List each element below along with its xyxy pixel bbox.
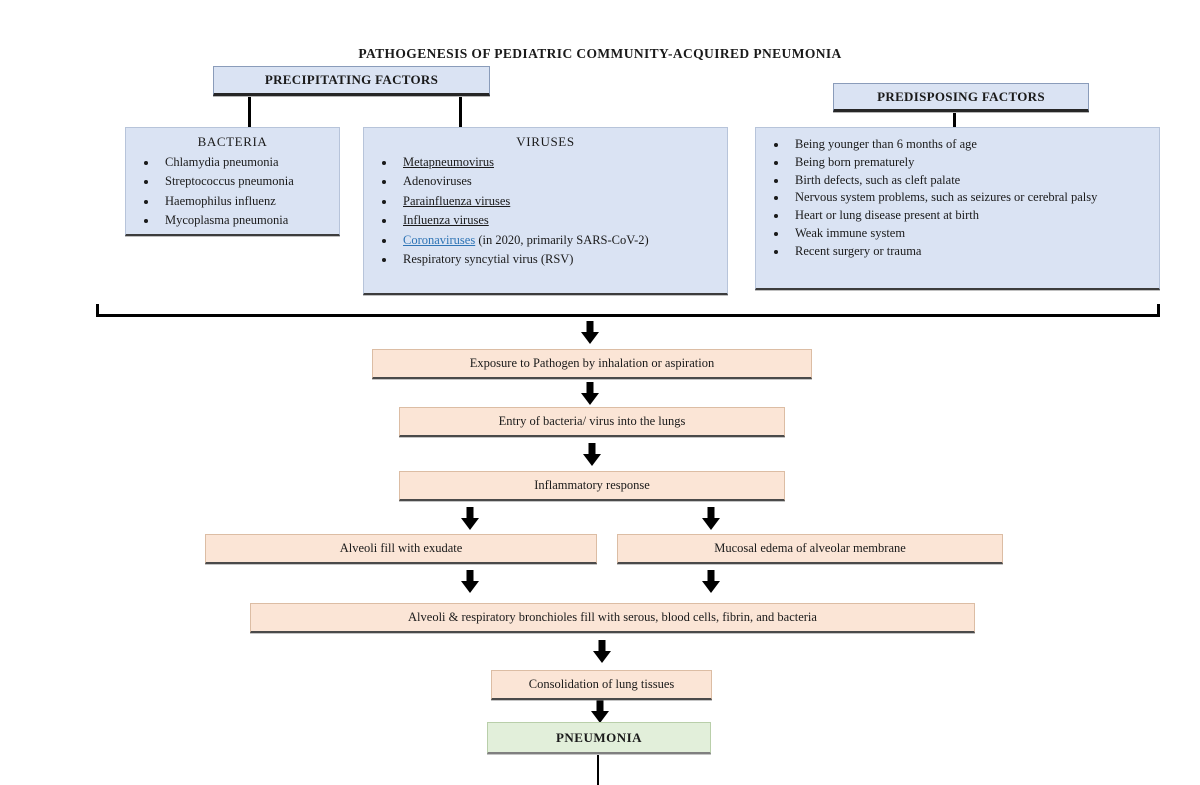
down-arrow: [591, 700, 609, 723]
coronaviruses-link[interactable]: Coronaviruses: [403, 232, 476, 247]
flow-step-entry-label: Entry of bacteria/ virus into the lungs: [498, 414, 686, 428]
down-arrow: [581, 321, 599, 344]
flow-step-entry: Entry of bacteria/ virus into the lungs: [399, 407, 785, 437]
diagram-title: PATHOGENESIS OF PEDIATRIC COMMUNITY-ACQU…: [358, 46, 842, 61]
down-arrow: [702, 507, 720, 530]
list-item: Mycoplasma pneumonia: [158, 211, 339, 230]
list-item: Metapneumovirus: [396, 153, 727, 172]
down-arrow: [593, 640, 611, 663]
flow-step-inflammatory: Inflammatory response: [399, 471, 785, 501]
connector-line: [459, 97, 462, 127]
list-item: Parainfluenza viruses: [396, 192, 727, 211]
list-item: Adenoviruses: [396, 172, 727, 191]
list-item: Recent surgery or trauma: [788, 243, 1159, 261]
list-item: Influenza viruses: [396, 211, 727, 230]
down-arrow: [583, 443, 601, 466]
down-arrow: [581, 382, 599, 405]
flow-step-bronchioles-label: Alveoli & respiratory bronchioles fill w…: [408, 610, 817, 624]
flow-step-consolidation-label: Consolidation of lung tissues: [528, 677, 675, 691]
virus-name: Influenza viruses: [403, 213, 489, 228]
flow-step-mucosal-edema: Mucosal edema of alveolar membrane: [617, 534, 1003, 564]
flow-step-pneumonia-label: PNEUMONIA: [555, 729, 643, 745]
virus-name: Parainfluenza viruses: [403, 193, 511, 208]
flow-step-exposure: Exposure to Pathogen by inhalation or as…: [372, 349, 812, 379]
flow-step-inflammatory-label: Inflammatory response: [534, 478, 650, 492]
viruses-list: MetapneumovirusAdenovirusesParainfluenza…: [364, 153, 727, 269]
merge-bracket-left-tick: [96, 304, 99, 316]
bacteria-panel: BACTERIA Chlamydia pneumoniaStreptococcu…: [125, 127, 340, 236]
viruses-panel: VIRUSES MetapneumovirusAdenovirusesParai…: [363, 127, 728, 295]
flow-step-exposure-label: Exposure to Pathogen by inhalation or as…: [469, 356, 715, 370]
merge-bracket-line: [96, 314, 1160, 317]
predisposing-list: Being younger than 6 months of ageBeing …: [756, 136, 1159, 261]
down-arrow: [702, 570, 720, 593]
flow-step-alveoli-exudate: Alveoli fill with exudate: [205, 534, 597, 564]
predisposing-factors-label: PREDISPOSING FACTORS: [877, 88, 1045, 104]
tail-connector-line: [597, 755, 599, 785]
bacteria-list: Chlamydia pneumoniaStreptococcus pneumon…: [126, 153, 339, 231]
connector-line: [953, 113, 956, 127]
predisposing-panel: Being younger than 6 months of ageBeing …: [755, 127, 1160, 290]
flow-step-mucosal-edema-label: Mucosal edema of alveolar membrane: [714, 541, 906, 555]
connector-line: [248, 97, 251, 127]
bacteria-heading: BACTERIA: [197, 134, 268, 149]
virus-name: Adenoviruses: [403, 174, 472, 189]
precipitating-factors-label: PRECIPITATING FACTORS: [264, 72, 439, 87]
down-arrow: [461, 507, 479, 530]
viruses-heading: VIRUSES: [516, 134, 575, 149]
list-item: Birth defects, such as cleft palate: [788, 172, 1159, 190]
list-item: Respiratory syncytial virus (RSV): [396, 250, 727, 269]
flow-step-bronchioles: Alveoli & respiratory bronchioles fill w…: [250, 603, 975, 633]
flow-step-pneumonia: PNEUMONIA: [487, 722, 711, 754]
predisposing-factors-header: PREDISPOSING FACTORS: [833, 83, 1089, 112]
list-item: Coronaviruses (in 2020, primarily SARS-C…: [396, 231, 727, 250]
list-item: Weak immune system: [788, 225, 1159, 243]
list-item: Being younger than 6 months of age: [788, 136, 1159, 154]
precipitating-factors-header: PRECIPITATING FACTORS: [213, 66, 490, 96]
list-item: Nervous system problems, such as seizure…: [788, 189, 1159, 207]
list-item: Streptococcus pneumonia: [158, 172, 339, 191]
virus-note: (in 2020, primarily SARS-CoV-2): [475, 232, 649, 247]
list-item: Being born prematurely: [788, 154, 1159, 172]
flow-step-consolidation: Consolidation of lung tissues: [491, 670, 712, 700]
down-arrow: [461, 570, 479, 593]
list-item: Heart or lung disease present at birth: [788, 207, 1159, 225]
flow-step-alveoli-exudate-label: Alveoli fill with exudate: [339, 541, 463, 555]
virus-name: Metapneumovirus: [403, 155, 494, 169]
list-item: Haemophilus influenz: [158, 192, 339, 211]
list-item: Chlamydia pneumonia: [158, 153, 339, 172]
virus-name: Respiratory syncytial virus (RSV): [403, 252, 574, 267]
merge-bracket-right-tick: [1157, 304, 1160, 316]
